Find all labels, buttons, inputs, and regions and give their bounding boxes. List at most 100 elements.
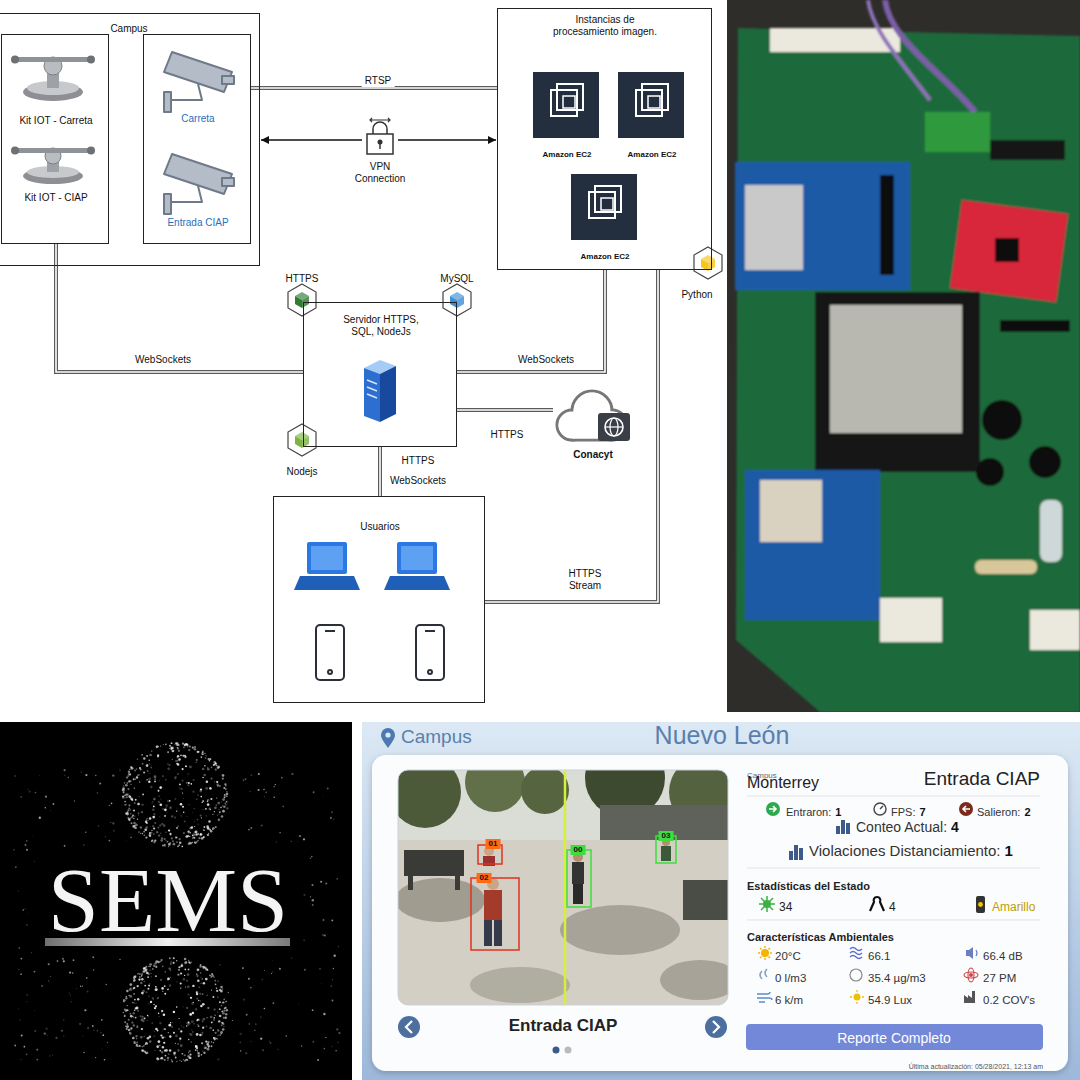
- particle-dot: [258, 789, 260, 791]
- particle-dot: [185, 743, 188, 746]
- particle-dot: [36, 1049, 38, 1051]
- particle-dot: [248, 978, 250, 980]
- particle-dot: [176, 841, 178, 843]
- particle-dot: [167, 751, 169, 753]
- particle-dot: [183, 1026, 185, 1028]
- particle-dot: [179, 841, 181, 843]
- particle-dot: [146, 822, 148, 824]
- particle-dot: [124, 1015, 126, 1017]
- laptop-icon: [384, 542, 450, 590]
- stat-value: 1: [835, 806, 841, 819]
- particle-dot: [140, 1015, 142, 1017]
- particle-dot: [20, 1059, 21, 1060]
- particle-dot: [142, 1050, 145, 1053]
- label-holder: Violaciones Distanciamiento:: [809, 842, 1001, 860]
- particle-dot: [210, 777, 212, 779]
- particle-dot: [272, 959, 274, 961]
- particle-dot: [18, 969, 20, 971]
- particle-dot: [55, 1037, 57, 1039]
- particle-dot: [147, 770, 149, 772]
- particle-dot: [26, 840, 28, 842]
- particle-dot: [203, 966, 205, 968]
- particle-dot: [189, 842, 191, 844]
- particle-dot: [122, 796, 124, 798]
- connector-inner-line: [251, 87, 497, 89]
- particle-dot: [132, 1002, 133, 1003]
- particle-dot: [207, 768, 210, 771]
- particle-dot: [147, 1020, 148, 1021]
- particle-dot: [164, 808, 167, 811]
- particle-dot: [185, 835, 188, 838]
- particle-dot: [63, 1020, 64, 1021]
- particle-dot: [138, 832, 139, 833]
- particle-dot: [152, 968, 154, 970]
- stat-value: Amarillo: [992, 900, 1035, 914]
- particle-dot: [124, 1021, 126, 1023]
- particle-dot: [153, 999, 154, 1000]
- particle-dot: [177, 747, 179, 749]
- particle-dot: [261, 979, 263, 981]
- particle-dot: [199, 1000, 201, 1002]
- particle-dot: [145, 836, 147, 838]
- particle-dot: [148, 966, 149, 967]
- particle-dot: [223, 1026, 225, 1028]
- particle-dot: [181, 963, 183, 965]
- particle-dot: [85, 774, 87, 776]
- sensor-value: 66.4 dB: [983, 950, 1023, 964]
- particle-dot: [198, 824, 199, 825]
- particle-dot: [177, 1043, 179, 1045]
- particle-dot: [158, 1058, 160, 1060]
- label-holder: 66.4 dB: [983, 946, 1023, 964]
- particle-dot: [205, 978, 208, 981]
- particle-dot: [125, 1000, 126, 1001]
- particle-dot: [189, 832, 191, 834]
- particle-dot: [205, 757, 207, 759]
- connector-label: VPN Connection: [345, 161, 415, 185]
- particle-dot: [122, 789, 125, 792]
- particle-dot: [168, 846, 169, 847]
- particle-dot: [127, 775, 129, 777]
- particle-dot: [217, 1038, 218, 1039]
- particle-dot: [187, 746, 188, 747]
- particle-dot: [161, 987, 164, 990]
- particle-dot: [216, 781, 218, 783]
- particle-dot: [254, 1030, 255, 1031]
- particle-dot: [172, 750, 175, 753]
- particle-dot: [304, 969, 306, 971]
- particle-dot: [184, 1060, 186, 1062]
- particle-dot: [245, 1052, 247, 1054]
- particle-dot: [125, 1011, 126, 1012]
- particle-dot: [130, 809, 131, 810]
- particle-dot: [128, 773, 130, 775]
- logo-text: SEMS: [48, 854, 288, 946]
- particle-dot: [143, 831, 145, 833]
- particle-dot: [130, 784, 131, 785]
- particle-dot: [222, 1002, 224, 1004]
- node-text: Kit IOT - Carreta: [19, 115, 92, 127]
- particle-dot: [98, 825, 99, 826]
- particle-dot: [178, 969, 180, 971]
- particle-dot: [126, 782, 128, 784]
- particle-dot: [153, 964, 156, 967]
- particle-dot: [137, 998, 139, 1000]
- particle-dot: [137, 819, 138, 820]
- particle-dot: [195, 831, 198, 834]
- processing-box: Instancias de procesamiento imagen.Amazo…: [497, 8, 712, 270]
- particle-dot: [301, 1045, 303, 1047]
- particle-dot: [291, 773, 293, 775]
- particle-dot: [272, 1002, 274, 1004]
- particle-dot: [192, 812, 193, 813]
- particle-dot: [194, 842, 195, 843]
- particle-dot: [171, 1061, 173, 1063]
- particle-dot: [255, 1024, 256, 1025]
- label-holder: 00: [571, 838, 586, 856]
- particle-dot: [26, 845, 28, 847]
- particle-dot: [141, 978, 144, 981]
- particle-dot: [168, 1053, 169, 1054]
- particle-dot: [159, 803, 162, 806]
- particle-dot: [191, 1002, 194, 1005]
- particle-dot: [149, 963, 152, 966]
- particle-dot: [171, 815, 173, 817]
- section-heading: Estadísticas del Estado: [747, 880, 870, 893]
- particle-dot: [132, 1012, 134, 1014]
